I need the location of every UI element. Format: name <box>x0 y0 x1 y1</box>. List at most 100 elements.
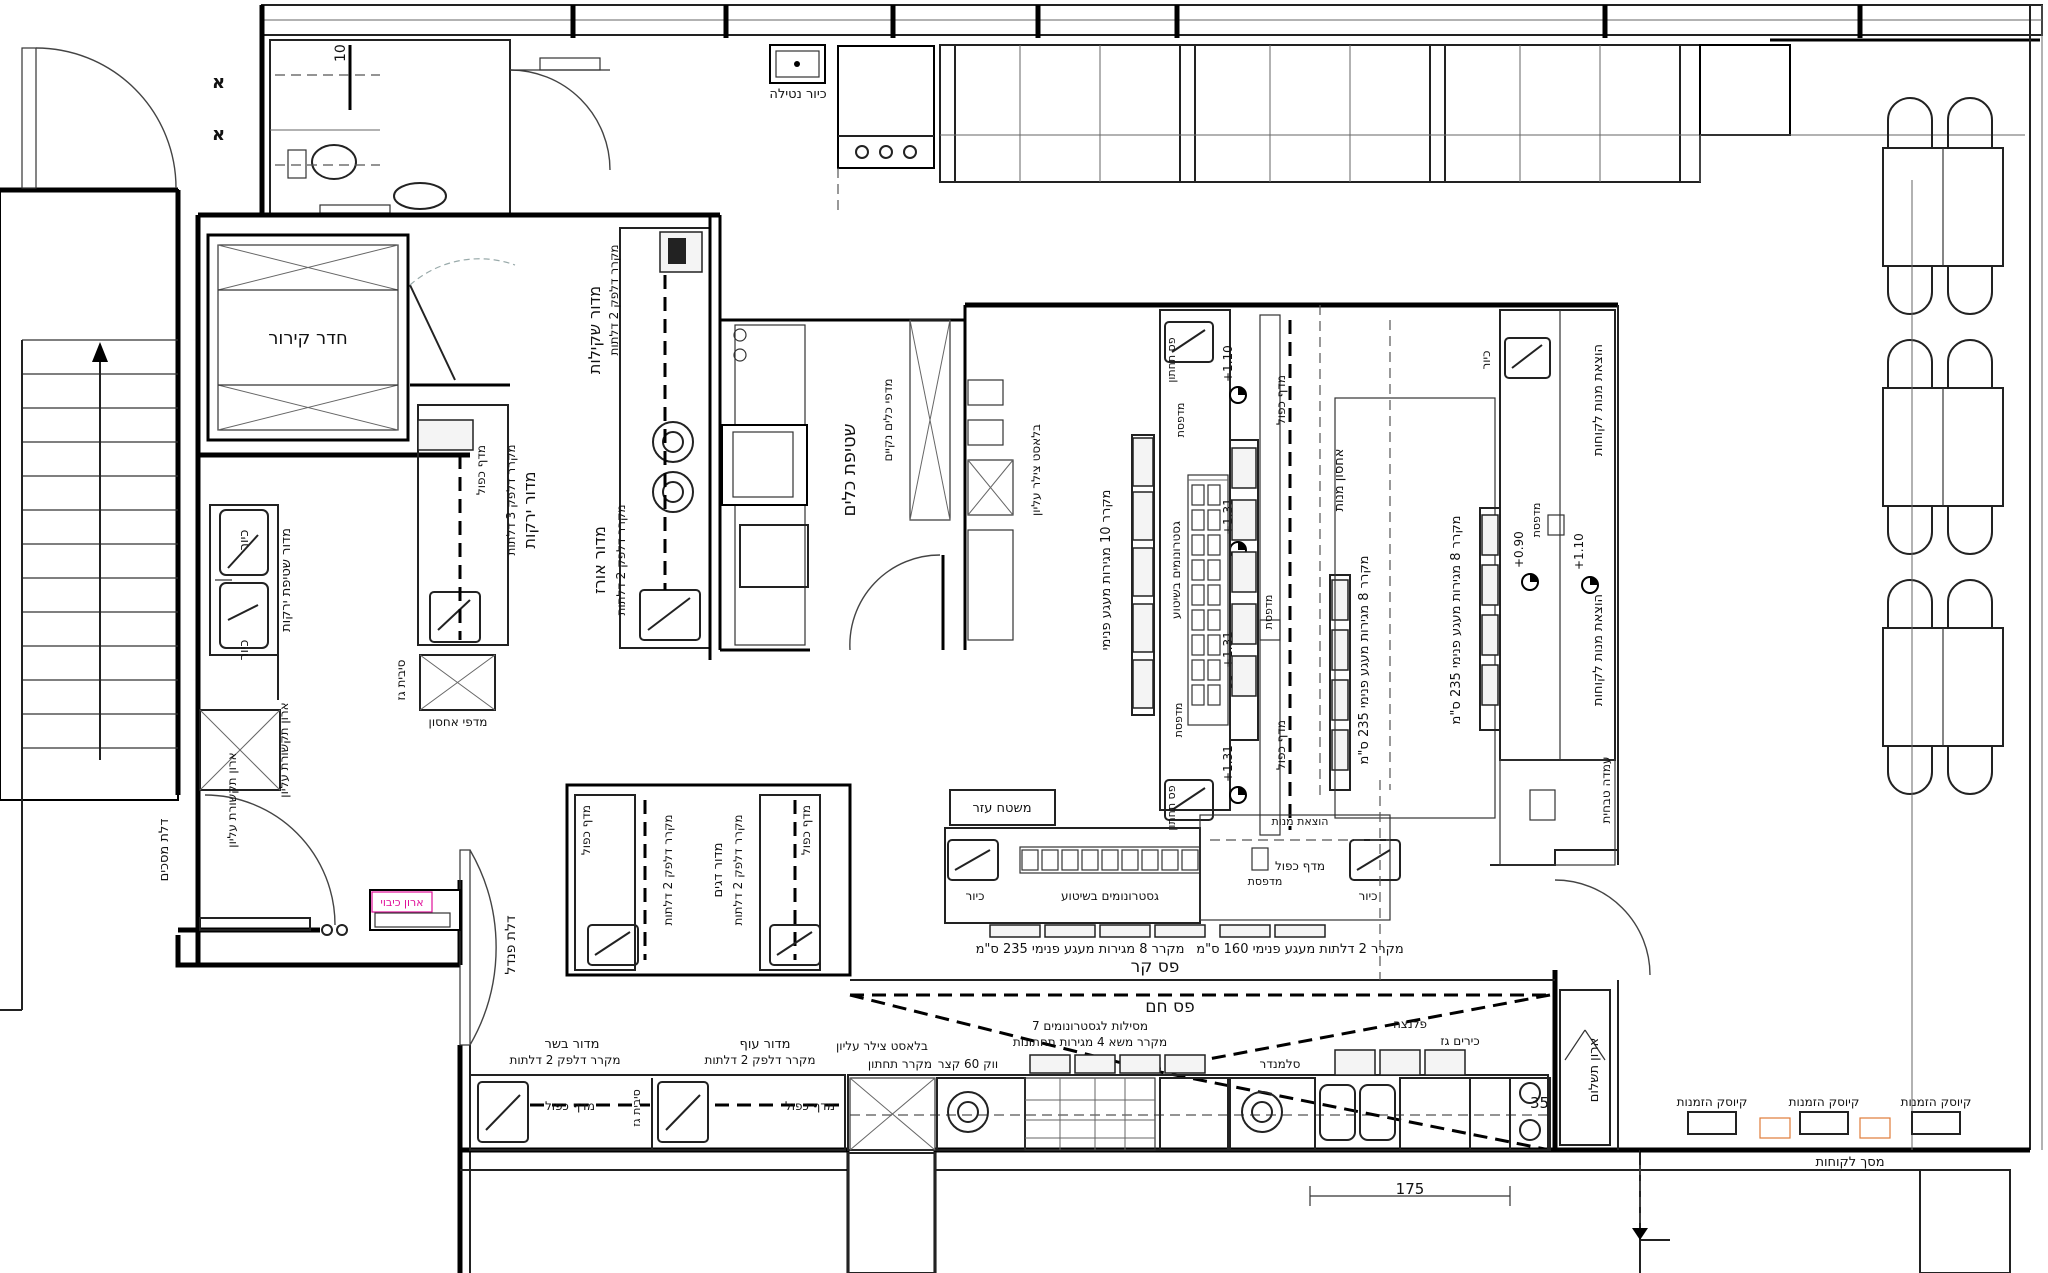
kiosk-label-1: קיוסק הזמנות <box>1677 1095 1748 1109</box>
svg-text:מקרר 10 מגירות מעגע פנימי: מקרר 10 מגירות מעגע פנימי <box>1099 490 1114 651</box>
svg-text:+1.10: +1.10 <box>1221 345 1235 382</box>
dim-175-label: 175 <box>1396 1180 1425 1198</box>
svg-text:מדפסת: מדפסת <box>1174 403 1187 438</box>
veg-wash-zone: כיור כיור מדור שטיפת ירקות <box>209 504 294 700</box>
fridge-row-pass: מקרר 8 מגירות מעגע פנימי 235 ס"מ מקרר 2 … <box>976 924 1404 957</box>
kitchen-door-right <box>1554 879 1651 976</box>
svg-text:כיור: כיור <box>237 640 252 661</box>
svg-text:מדף כפול: מדף כפול <box>785 1099 835 1113</box>
plancha-label: פלנצה <box>1393 1017 1427 1031</box>
pass-counter: משטח עזר כיור גסטרונומים בשיטוע כיור מדף… <box>944 789 1401 924</box>
center-prep: בלאסט צילר עליון <box>963 305 1043 650</box>
svg-text:ארון תשלום: ארון תשלום <box>1587 1038 1602 1103</box>
serving-counters: מדף כפול מדף כפול מדפסת מקרר 8 מגירות מע… <box>1229 309 1616 866</box>
svg-text:סיבית גז: סיבית גז <box>394 659 408 700</box>
gastronorm-station: גסטרונומים בשיטוע פס תחתון פס תחתון מדפס… <box>1159 309 1231 831</box>
food-out-customers-bottom: הוצאת מנות לקוחות <box>1591 594 1606 706</box>
kitchen-walls <box>175 212 2030 1273</box>
top-equipment-row <box>939 44 2025 183</box>
staircase <box>0 47 181 1011</box>
cold-room-label: חדר קירור <box>268 328 348 349</box>
section-marker <box>1632 1225 1670 1241</box>
dish-wash-room: שטיפת כלים מדפי כלים נקיים <box>718 319 951 652</box>
dish-wash-label: שטיפת כלים <box>839 424 860 517</box>
chicken-zone-label: מדור עוף <box>740 1037 791 1052</box>
svg-text:בלאסט צילר עליון: בלאסט צילר עליון <box>836 1039 928 1053</box>
svg-text:מדף כפול: מדף כפול <box>1274 720 1288 770</box>
svg-text:א: א <box>212 124 225 145</box>
payment-cabinet: ארון תשלום <box>1559 989 1611 1146</box>
svg-text:כיור: כיור <box>965 889 984 903</box>
svg-text:מקרר דלפק 2 דלתות: מקרר דלפק 2 דלתות <box>614 504 628 615</box>
top-range <box>837 45 935 169</box>
storage-shelves-label: מדפי אחסון <box>429 715 488 729</box>
svg-text:ארון תקשורת עליון: ארון תקשורת עליון <box>277 702 291 797</box>
drawer-fridge-column: מקרר 10 מגירות מעגע פנימי <box>1099 434 1155 716</box>
svg-text:מדף כפול: מדף כפול <box>799 805 813 855</box>
svg-text:בלאסט צילר עליון: בלאסט צילר עליון <box>1029 424 1043 516</box>
kiosk-label-3: קיוסק הזמנות <box>1901 1095 1972 1109</box>
pendal-door-label: דלת פנדל <box>503 915 519 975</box>
meat-zone-label: מדור בשר <box>544 1037 599 1052</box>
svg-text:גסטרונומים בשיטוע: גסטרונומים בשיטוע <box>1061 889 1159 903</box>
svg-text:מקרר דלפק 3 דלתות: מקרר דלפק 3 דלתות <box>504 444 518 555</box>
electric-cabinet-label: ארון כיבוי <box>380 896 423 909</box>
salamander-label: סלמנדר <box>1260 1057 1301 1071</box>
svg-text:כיור: כיור <box>237 530 252 551</box>
svg-text:+1.31: +1.31 <box>1221 745 1235 782</box>
svg-text:מקרר 2 דלתות מעגע פנימי 160 ס": מקרר 2 דלתות מעגע פנימי 160 ס"מ <box>1196 942 1403 957</box>
order-kiosks: קיוסק הזמנות קיוסק הזמנות קיוסק הזמנות מ… <box>1677 1095 1972 1170</box>
emergency-door: ארון תקשורת עליון ארון תקשורת עליון דלת … <box>157 702 336 931</box>
food-out-label: הוצאת מנות <box>1272 815 1329 828</box>
svg-text:פס תחתון: פס תחתון <box>1165 785 1178 830</box>
svg-text:מקרר תחתון: מקרר תחתון <box>868 1057 932 1071</box>
svg-text:מדף כפול: מדף כפול <box>579 805 593 855</box>
svg-text:א: א <box>212 72 225 93</box>
svg-text:35: 35 <box>1530 1094 1549 1112</box>
svg-text:מקרר 8 מגירות מעגע פנימי 235 ס: מקרר 8 מגירות מעגע פנימי 235 ס"מ <box>976 942 1185 957</box>
guide-dashes <box>1319 305 1641 1230</box>
gas-burners-label: כירים גז <box>1440 1034 1479 1048</box>
meat-fish-chicken-zones: מדף כפול מדף כפול מקרר דלפק 2 דלתות מדור… <box>565 783 852 977</box>
svg-text:מדפסת: מדפסת <box>1248 875 1283 888</box>
fish-zone-label: מדור דגים <box>711 843 726 898</box>
veg-zone: מדף כפול מדור ירקות מקרר דלפק 3 דלתות מד… <box>394 404 539 729</box>
cold-strip-label: פס קר <box>1131 957 1180 977</box>
svg-text:מקרר דלפק 2 דלתות: מקרר דלפק 2 דלתות <box>509 1053 620 1067</box>
hot-cook-line: מקרר תחתון בלאסט צילר עליון ווק 60 קצר 7… <box>836 1017 1551 1151</box>
customer-screen-label: מסך לקוחות <box>1815 1155 1884 1170</box>
top-window-rail <box>259 4 2043 38</box>
dimension-175: 175 <box>1309 1180 1511 1206</box>
svg-text:סיבית גז: סיבית גז <box>630 1089 643 1127</box>
food-out-customers-top: הוצאת מנות לקוחות <box>1591 344 1606 456</box>
kiosk-label-2: קיוסק הזמנות <box>1789 1095 1860 1109</box>
svg-text:מדפי כלים נקיים: מדפי כלים נקיים <box>881 379 895 462</box>
svg-text:מקרר משא 4 מגירות תחתונות: מקרר משא 4 מגירות תחתונות <box>1013 1035 1167 1049</box>
lower-prep-strip: מדור בשר מקרר דלפק 2 דלתות מדור עוף מקרר… <box>469 1037 846 1151</box>
hand-wash-sink: כיור נטילה <box>769 44 827 102</box>
aux-pass-label: משטח עזר <box>972 801 1031 816</box>
svg-text:מדפסת: מדפסת <box>1172 703 1185 738</box>
svg-text:כיור: כיור <box>1358 889 1377 903</box>
dining-tables <box>1882 97 2004 1150</box>
svg-text:ארון תקשורת עליון: ארון תקשורת עליון <box>225 752 239 847</box>
svg-text:מקרר דלפק 2 דלתות: מקרר דלפק 2 דלתות <box>704 1053 815 1067</box>
svg-text:מקרר דלפק 2 דלתות: מקרר דלפק 2 דלתות <box>661 814 675 925</box>
veg-wash-zone-label: מדור שטיפת ירקות <box>279 528 294 632</box>
svg-text:מדף כפול: מדף כפול <box>474 445 488 495</box>
svg-text:מקרר דלפק 2 דלתות: מקרר דלפק 2 דלתות <box>607 244 621 355</box>
svg-text:מקרר 8 מגירות מעגע פנימי 235 ס: מקרר 8 מגירות מעגע פנימי 235 ס"מ <box>1449 516 1464 725</box>
restroom: 10 א א <box>212 35 611 216</box>
svg-text:מדפסת: מדפסת <box>1530 503 1543 538</box>
veg-zone-label: מדור ירקות <box>520 472 539 549</box>
hot-line-guides <box>849 993 1551 1152</box>
svg-text:מדף כפול: מדף כפול <box>1274 375 1288 425</box>
dim-10-label: 10 <box>333 44 349 62</box>
rice-zone-label: מדור אורז <box>590 526 609 594</box>
weighed-zone-label: מדור שקילות <box>585 286 604 374</box>
svg-text:כיור: כיור <box>1479 350 1493 369</box>
weighed-rice-zones: מדור שקילות מקרר דלפק 2 דלתות מדור אורז … <box>585 215 712 660</box>
svg-text:7 מסילות לגסטרונומים: 7 מסילות לגסטרונומים <box>1032 1019 1148 1033</box>
hot-strip-label: פס חם <box>1145 997 1194 1017</box>
